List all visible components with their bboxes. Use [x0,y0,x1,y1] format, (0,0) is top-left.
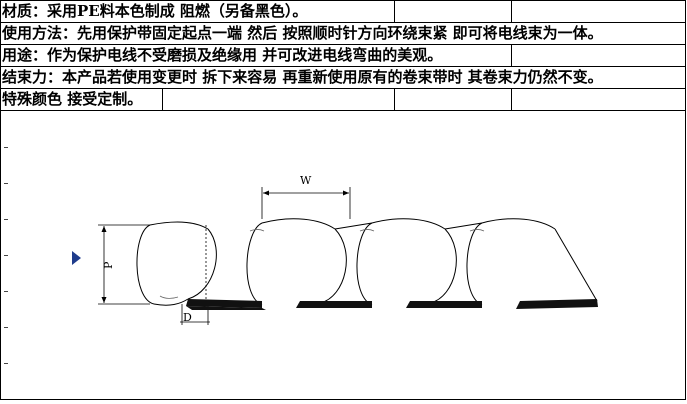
cell-divider [394,89,395,110]
spec-row-material: 材质：采用PE料本色制成 阻燃（另备黑色）。 [0,0,686,22]
marker-arrow-icon [72,251,81,265]
cell-divider [511,45,512,66]
diameter-label: D [183,311,192,324]
spec-row-purpose: 用途：作为保护电线不受磨损及绝缘用 并可改进电线弯曲的美观。 [0,44,686,66]
sheet-left-border [0,0,1,400]
edge-tick [4,363,8,364]
spiral-wrap-figure: W P D [0,111,686,400]
inner-highlight [159,229,485,299]
purpose-text: 用途：作为保护电线不受磨损及绝缘用 并可改进电线弯曲的美观。 [2,46,443,64]
edge-tick [4,219,8,220]
width-label: W [300,174,312,187]
edge-tick [4,147,8,148]
spiral-wrap-body [136,218,598,306]
cell-divider [162,89,163,110]
cell-divider [511,89,512,110]
spec-row-usage: 使用方法：先用保护带固定起点一端 然后 按照顺时针方向环绕束紧 即可将电线束为一… [0,22,686,44]
binding-force-text: 结束力：本产品若使用变更时 拆下来容易 再重新使用原有的卷束带时 其卷束力仍然不… [2,68,603,86]
spec-row-binding-force: 结束力：本产品若使用变更时 拆下来容易 再重新使用原有的卷束带时 其卷束力仍然不… [0,66,686,88]
spec-row-custom-color: 特殊颜色 接受定制。 [0,88,686,110]
cell-divider [394,1,395,22]
cell-divider [511,1,512,22]
width-dimension: W [261,174,351,219]
custom-color-text: 特殊颜色 接受定制。 [2,90,143,108]
edge-tick [4,327,8,328]
edge-tick [4,291,8,292]
pitch-label: P [102,261,115,269]
edge-tick [4,255,8,256]
pitch-dimension: P [98,224,150,305]
usage-method-text: 使用方法：先用保护带固定起点一端 然后 按照顺时针方向环绕束紧 即可将电线束为一… [2,24,603,42]
spiral-wrap-drawing: W P D [72,174,598,325]
bottom-band [186,299,598,310]
edge-tick [4,183,8,184]
figure-top-border [0,110,686,111]
material-text: 材质：采用PE料本色制成 阻燃（另备黑色）。 [2,2,308,20]
